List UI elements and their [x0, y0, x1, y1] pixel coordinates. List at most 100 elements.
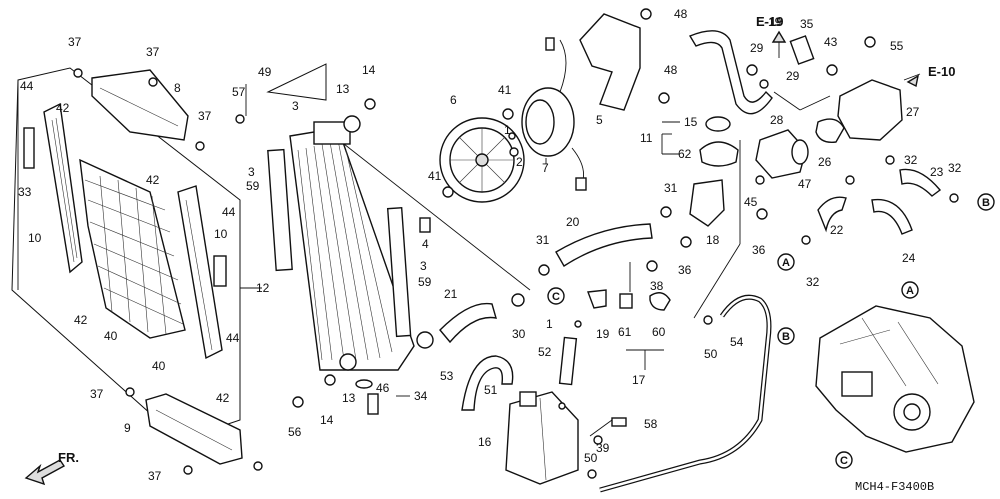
- outlet-27: [837, 79, 903, 141]
- part-label: 14: [362, 63, 376, 77]
- part-label: 42: [56, 101, 70, 115]
- housing-28: [755, 129, 807, 179]
- radiator-cap-62: [699, 141, 739, 167]
- fan-connector: [545, 37, 555, 51]
- part-label: 59: [246, 179, 260, 193]
- clamp-29: [746, 64, 758, 76]
- hose-53: [461, 355, 514, 411]
- hose-25: [688, 30, 773, 115]
- part-label: 14: [320, 413, 334, 427]
- part-label: 48: [664, 63, 678, 77]
- part-label: 34: [414, 389, 428, 403]
- part-label: 21: [444, 287, 458, 301]
- clamp-29b: [759, 79, 769, 89]
- part-label: 37: [148, 469, 162, 483]
- marker-c-1: C: [547, 287, 565, 305]
- bolt-58: [611, 417, 627, 427]
- nut-38: [646, 260, 658, 272]
- part-label: 60: [652, 325, 666, 339]
- ref-e10: E-10: [928, 64, 955, 79]
- part-label: 42: [216, 391, 230, 405]
- hose-22: [817, 196, 847, 233]
- left-side-cover: [43, 102, 83, 274]
- part-label: 1: [504, 123, 511, 137]
- part-label: 27: [906, 105, 920, 119]
- svg-text:B: B: [982, 197, 990, 209]
- part-label: 7: [542, 161, 549, 175]
- part-label: 37: [146, 45, 160, 59]
- part-label: 50: [584, 451, 598, 465]
- part-label: 40: [104, 329, 118, 343]
- bolt-56: [292, 396, 304, 408]
- part-label: 30: [512, 327, 526, 341]
- part-label: 46: [376, 381, 390, 395]
- oring-47: [791, 139, 809, 165]
- bolt-41: [502, 108, 514, 120]
- bolt-41b: [442, 186, 454, 198]
- right-side-cover: [177, 185, 223, 360]
- part-label: 41: [428, 169, 442, 183]
- clip-4: [419, 217, 431, 233]
- marker-a-1: A: [777, 253, 795, 271]
- part-label: 28: [770, 113, 784, 127]
- part-label: 58: [644, 417, 658, 431]
- part-label: 47: [798, 177, 812, 191]
- clamp-32b: [845, 175, 855, 185]
- joint-18: [689, 179, 725, 227]
- bracket-33b: [213, 255, 227, 287]
- part-label: 22: [830, 223, 844, 237]
- hose-24: [871, 198, 913, 235]
- bolt-48b: [658, 92, 670, 104]
- part-label: 44: [222, 205, 236, 219]
- svg-text:A: A: [782, 257, 790, 269]
- svg-text:A: A: [906, 285, 914, 297]
- clamp-32d: [801, 235, 811, 245]
- part-label: 5: [596, 113, 603, 127]
- part-label: 18: [706, 233, 720, 247]
- fan-connector-2: [575, 177, 587, 191]
- part-label: 39: [596, 441, 610, 455]
- part-label: 19: [596, 327, 610, 341]
- clip-1: [574, 320, 582, 328]
- part-label: 23: [930, 165, 944, 179]
- part-label: 32: [948, 161, 962, 175]
- part-label: 52: [538, 345, 552, 359]
- part-label: 56: [288, 425, 302, 439]
- part-label: 57: [232, 85, 246, 99]
- bolt-55: [864, 36, 876, 48]
- part-label: 16: [478, 435, 492, 449]
- part-label: 40: [152, 359, 166, 373]
- part-label: 33: [18, 185, 32, 199]
- arrow-e10: [906, 74, 919, 88]
- radiator-cap-neck: [313, 121, 351, 145]
- cap-seal-15: [705, 116, 731, 132]
- part-label: 10: [28, 231, 42, 245]
- marker-b-2: B: [777, 327, 795, 345]
- part-label: 43: [824, 35, 838, 49]
- part-label: 9: [124, 421, 131, 435]
- grommet-13b: [339, 353, 357, 371]
- part-label: E-19: [756, 15, 782, 29]
- part-label: 51: [484, 383, 498, 397]
- svg-text:C: C: [840, 455, 848, 467]
- front-direction-arrow: FR.: [24, 450, 79, 486]
- grommet-30: [416, 331, 434, 349]
- part-label: 15: [684, 115, 698, 129]
- grommet-13: [343, 115, 361, 133]
- diagram-code: MCH4-F3400B: [855, 480, 934, 494]
- part-label: 42: [146, 173, 160, 187]
- strip-left: [267, 148, 293, 272]
- bolt-48: [640, 8, 652, 20]
- part-label: 55: [890, 39, 904, 53]
- marker-b-1: B: [977, 193, 995, 211]
- part-label: 11: [640, 131, 653, 145]
- part-label: 45: [744, 195, 758, 209]
- clamp-31b: [660, 206, 672, 218]
- part-label: 1: [546, 317, 553, 331]
- part-label: 59: [418, 275, 432, 289]
- ref-e19: E-19: [756, 14, 783, 29]
- collar-2: [509, 147, 519, 157]
- part-label: 20: [566, 215, 580, 229]
- part-label: 32: [806, 275, 820, 289]
- engine-detail: [839, 317, 939, 431]
